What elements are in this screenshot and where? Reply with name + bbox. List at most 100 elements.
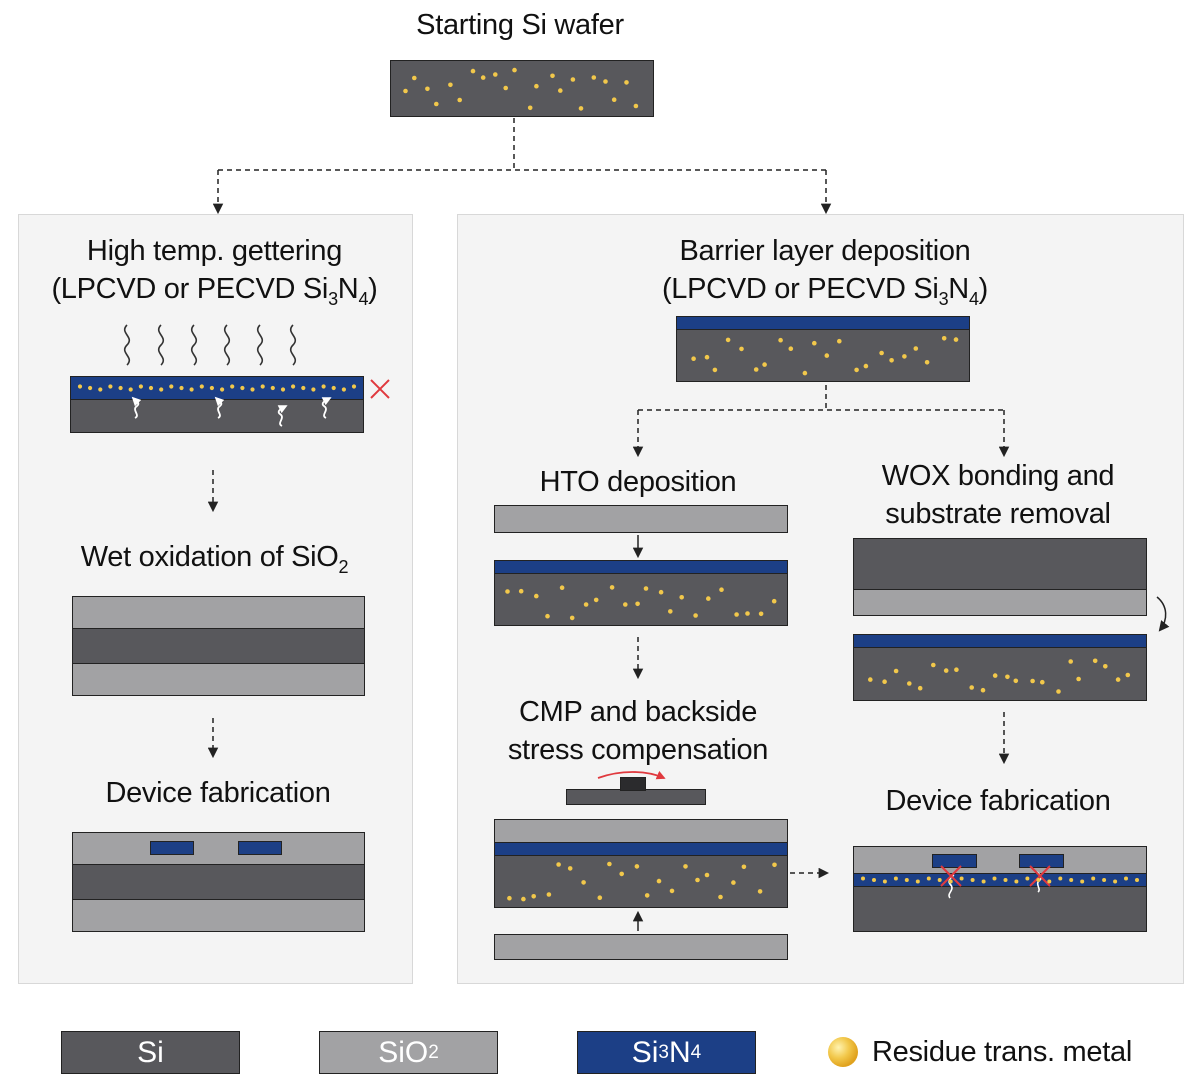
wox-particle <box>1115 677 1121 682</box>
start-wafer-particle <box>434 101 439 107</box>
devright-particle <box>882 879 887 884</box>
wox-particle <box>1030 678 1035 684</box>
devright-particle <box>937 878 942 882</box>
gettering-particle <box>88 385 93 391</box>
devright-particle <box>1113 879 1118 884</box>
wox-particle <box>868 677 873 682</box>
cmp-particle <box>731 880 736 885</box>
hto-particle <box>545 613 550 619</box>
gettering-particle <box>260 384 265 389</box>
title-device-fab-left: Device fabrication <box>105 777 331 809</box>
barrier-particle <box>753 367 759 372</box>
devright-particle <box>904 878 909 882</box>
wox-particle <box>917 685 923 691</box>
gettering-particle <box>209 385 214 391</box>
title-wet-oxidation: Wet oxidation of SiO2 <box>80 541 349 577</box>
hto-particle <box>758 611 764 617</box>
hto-particle <box>534 593 539 599</box>
start-wafer-particle <box>603 79 608 84</box>
starting-wafer-si <box>390 60 654 117</box>
hto-particle <box>771 598 777 604</box>
start-wafer-particle <box>503 85 509 91</box>
hto-particle <box>745 611 750 616</box>
cmp-particle <box>741 864 747 870</box>
devright-particle <box>1058 876 1063 881</box>
cmp-particle <box>718 894 723 900</box>
cmp-backside-sio2 <box>494 934 788 960</box>
devright-particle <box>992 876 997 881</box>
hto-particle <box>693 613 698 618</box>
hto-particle <box>583 602 589 607</box>
barrier-particle <box>953 337 959 342</box>
start-wafer-particle <box>493 72 498 77</box>
cmp-particle <box>507 895 512 901</box>
heat-waves <box>123 324 297 366</box>
cmp-particle <box>546 892 552 897</box>
barrier-particle <box>837 338 842 344</box>
wox-particle <box>1103 664 1108 669</box>
barrier-particle <box>725 337 731 343</box>
gettering-particle <box>189 387 194 392</box>
connector-lines <box>207 118 1010 879</box>
barrier-particle <box>762 362 767 367</box>
cmp-particle <box>695 877 700 883</box>
wox-bonded-sio2 <box>853 589 1147 616</box>
start-wafer-particle <box>527 105 533 111</box>
hto-particle <box>706 596 711 601</box>
start-wafer-particle <box>550 73 555 79</box>
wox-particle <box>882 679 887 684</box>
start-wafer-particle <box>578 106 584 111</box>
start-wafer-particle <box>624 80 629 85</box>
wox-flip-arrow <box>1156 596 1170 632</box>
devright-particle <box>1069 878 1074 882</box>
cmp-top-sio2 <box>494 819 788 843</box>
devleft-waveguide-2 <box>238 841 282 855</box>
cmp-particle <box>521 896 526 902</box>
hto-particle <box>623 602 628 607</box>
cmp-particle <box>531 894 536 899</box>
start-wafer-particle <box>480 75 486 80</box>
devright-particle <box>948 879 953 884</box>
hto-particle <box>668 609 673 614</box>
devright-particle <box>1080 879 1085 884</box>
wox-particle <box>1013 678 1019 684</box>
wox-si3n4-layer <box>853 634 1147 648</box>
metal-particles <box>77 67 1139 902</box>
start-wafer-particle <box>570 77 576 82</box>
legend-metal-sphere <box>828 1037 858 1067</box>
gettering-particle <box>159 387 164 392</box>
gettering-particle <box>98 387 103 392</box>
devright-particle <box>1102 878 1107 882</box>
barrier-particle <box>712 367 718 373</box>
start-wafer-particle <box>512 67 517 73</box>
devright-particle <box>926 876 931 881</box>
devright-particle <box>872 878 876 882</box>
gettering-particle <box>291 384 296 389</box>
hto-particle <box>734 612 739 617</box>
barrier-particle <box>863 363 869 369</box>
hto-particle <box>643 586 649 591</box>
barrier-particle <box>788 346 794 352</box>
hto-particle <box>719 587 724 592</box>
devright-si3n4-layer <box>853 873 1147 887</box>
title-barrier-1: Barrier layer deposition <box>679 235 971 267</box>
cmp-particle <box>567 866 573 871</box>
cmp-polishing-head <box>620 777 646 791</box>
title-starting-wafer: Starting Si wafer <box>416 9 624 41</box>
hto-particle <box>679 595 684 600</box>
gettering-particle <box>169 384 174 389</box>
gettering-particle <box>250 387 255 392</box>
cmp-particle <box>607 861 612 867</box>
devright-particle <box>981 879 986 884</box>
barrier-particle <box>879 350 884 356</box>
gettering-particle <box>220 387 225 392</box>
gettering-particle <box>230 384 235 389</box>
start-wafer-particle <box>591 75 597 80</box>
gettering-particle <box>280 387 286 392</box>
wox-particle <box>1125 672 1131 678</box>
barrier-particle <box>902 354 907 359</box>
hto-particle <box>635 601 640 607</box>
wox-particle <box>943 668 949 673</box>
